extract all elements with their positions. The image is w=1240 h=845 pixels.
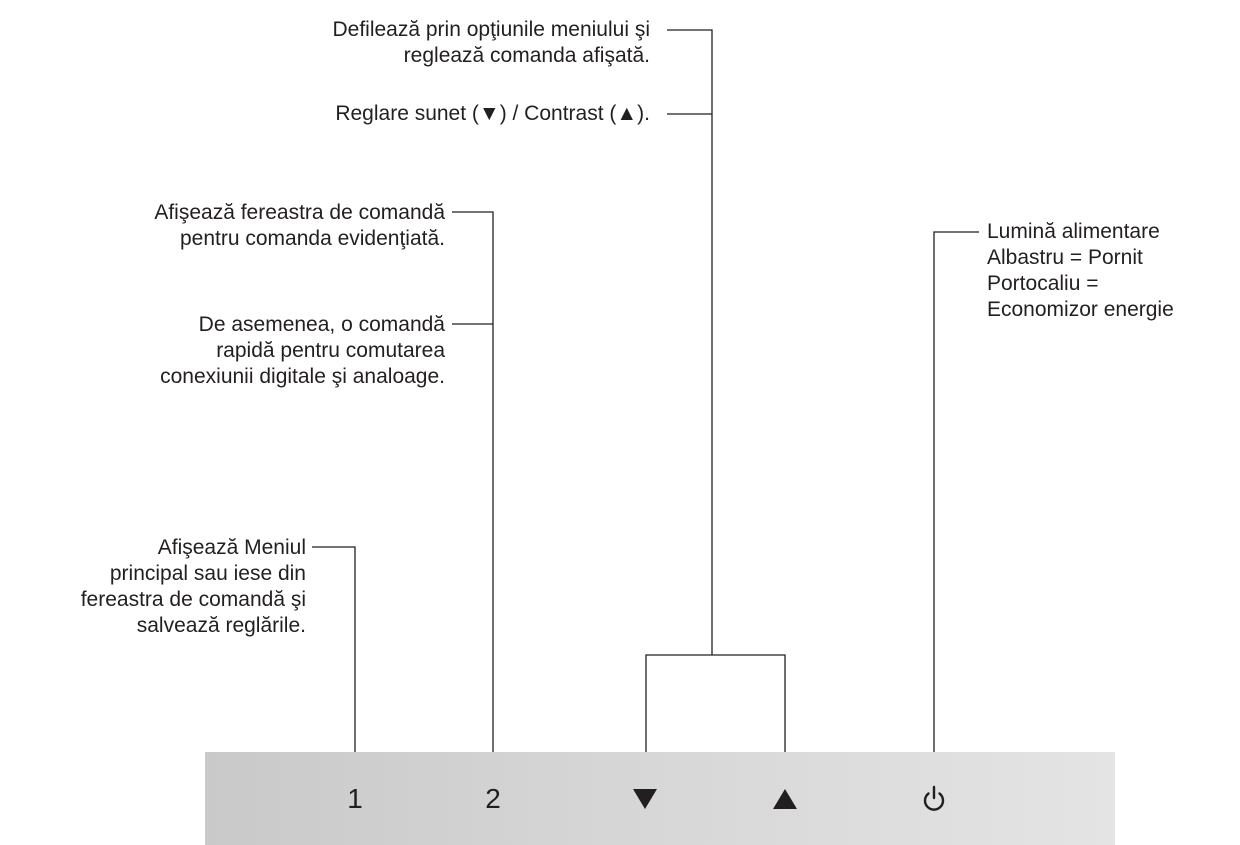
- callout-text: Defilează prin opţiunile meniului şi: [332, 18, 650, 41]
- button-2[interactable]: 2: [473, 774, 513, 824]
- up-arrow-icon: [773, 789, 797, 809]
- callout-button2-primary: Afişează fereastra de comandă pentru com…: [154, 200, 445, 252]
- down-button[interactable]: [625, 774, 665, 824]
- callout-text: Afişează fereastra de comandă: [154, 201, 445, 224]
- callout-text: Reglare sunet (▼) / Contrast (▲).: [335, 102, 650, 125]
- callout-text: rapidă pentru comutarea: [216, 339, 445, 362]
- button-1[interactable]: 1: [335, 774, 375, 824]
- callout-text: pentru comanda evidenţiată.: [179, 227, 445, 250]
- callout-arrows-scroll: Defilează prin opţiunile meniului şi reg…: [332, 17, 650, 69]
- callout-text: principal sau iese din: [109, 562, 306, 585]
- power-icon: [923, 785, 945, 811]
- callout-text: Economizor energie: [987, 298, 1174, 321]
- callout-text: fereastra de comandă şi: [80, 588, 306, 611]
- leader-line-button2-primary: [452, 211, 494, 752]
- arrow-buttons-bracket: [645, 654, 786, 752]
- leader-line-arrows-scroll: [667, 29, 713, 655]
- button-2-label: 2: [485, 783, 501, 814]
- callout-button2-secondary: De asemenea, o comandă rapidă pentru com…: [160, 312, 445, 390]
- callout-button1: Afişează Meniul principal sau iese din f…: [81, 535, 306, 639]
- callout-power: Lumină alimentare Albastru = Pornit Port…: [987, 219, 1174, 323]
- callout-text: Afişează Meniul: [157, 536, 306, 559]
- callout-text: Lumină alimentare: [987, 220, 1160, 243]
- callout-arrows-shortcut: Reglare sunet (▼) / Contrast (▲).: [335, 101, 650, 127]
- callout-text: conexiunii digitale şi analoage.: [160, 365, 445, 388]
- leader-line-button1: [312, 546, 356, 752]
- callout-text: Albastru = Pornit: [987, 246, 1143, 269]
- leader-line-power: [933, 231, 979, 752]
- up-button[interactable]: [765, 774, 805, 824]
- button-panel: 1 2: [205, 752, 1115, 845]
- callout-text: Portocaliu =: [987, 272, 1099, 295]
- power-button[interactable]: [914, 774, 954, 824]
- callout-text: reglează comanda afişată.: [403, 44, 650, 67]
- down-arrow-icon: [633, 789, 657, 809]
- callout-text: De asemenea, o comandă: [198, 313, 445, 336]
- callout-text: salvează reglările.: [136, 614, 306, 637]
- button-1-label: 1: [347, 783, 363, 814]
